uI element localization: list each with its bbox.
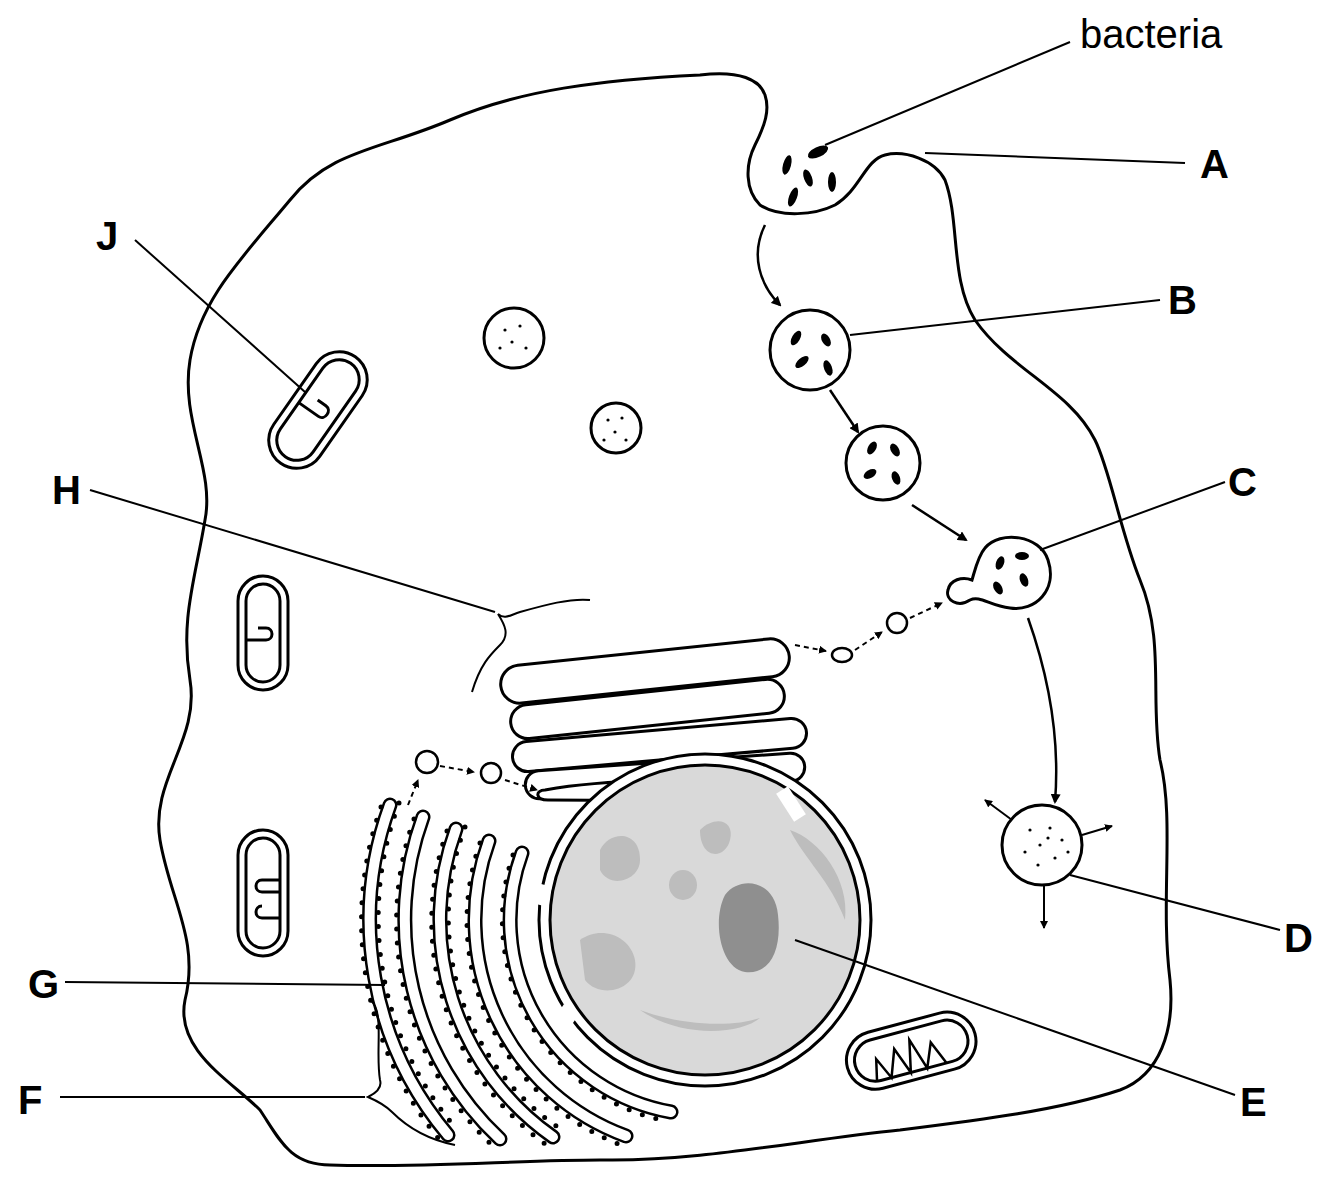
callout-letter: B	[1168, 280, 1197, 320]
vesicle	[484, 308, 641, 453]
callout-letter: A	[1200, 144, 1229, 184]
nucleus	[539, 754, 871, 1086]
bacteria	[781, 143, 836, 208]
leader-lines	[60, 42, 1280, 1145]
callout-letter: G	[28, 964, 59, 1004]
callout-letter: F	[18, 1080, 42, 1120]
cell-membrane	[159, 74, 1171, 1166]
callout-letter: E	[1240, 1082, 1267, 1122]
phagosome	[846, 426, 920, 500]
callout-letter: C	[1228, 462, 1257, 502]
residual-vesicle	[985, 800, 1112, 928]
callout-letter: H	[52, 470, 81, 510]
phagosome	[770, 310, 850, 390]
callout-letter: D	[1284, 918, 1313, 958]
rough-er	[362, 803, 671, 1148]
part-label: bacteria	[1080, 14, 1222, 54]
lysosome-fusion	[948, 537, 1051, 608]
callout-letter: J	[96, 216, 118, 256]
mitochondrion	[238, 341, 982, 1096]
pathway-arrows	[758, 225, 1056, 802]
